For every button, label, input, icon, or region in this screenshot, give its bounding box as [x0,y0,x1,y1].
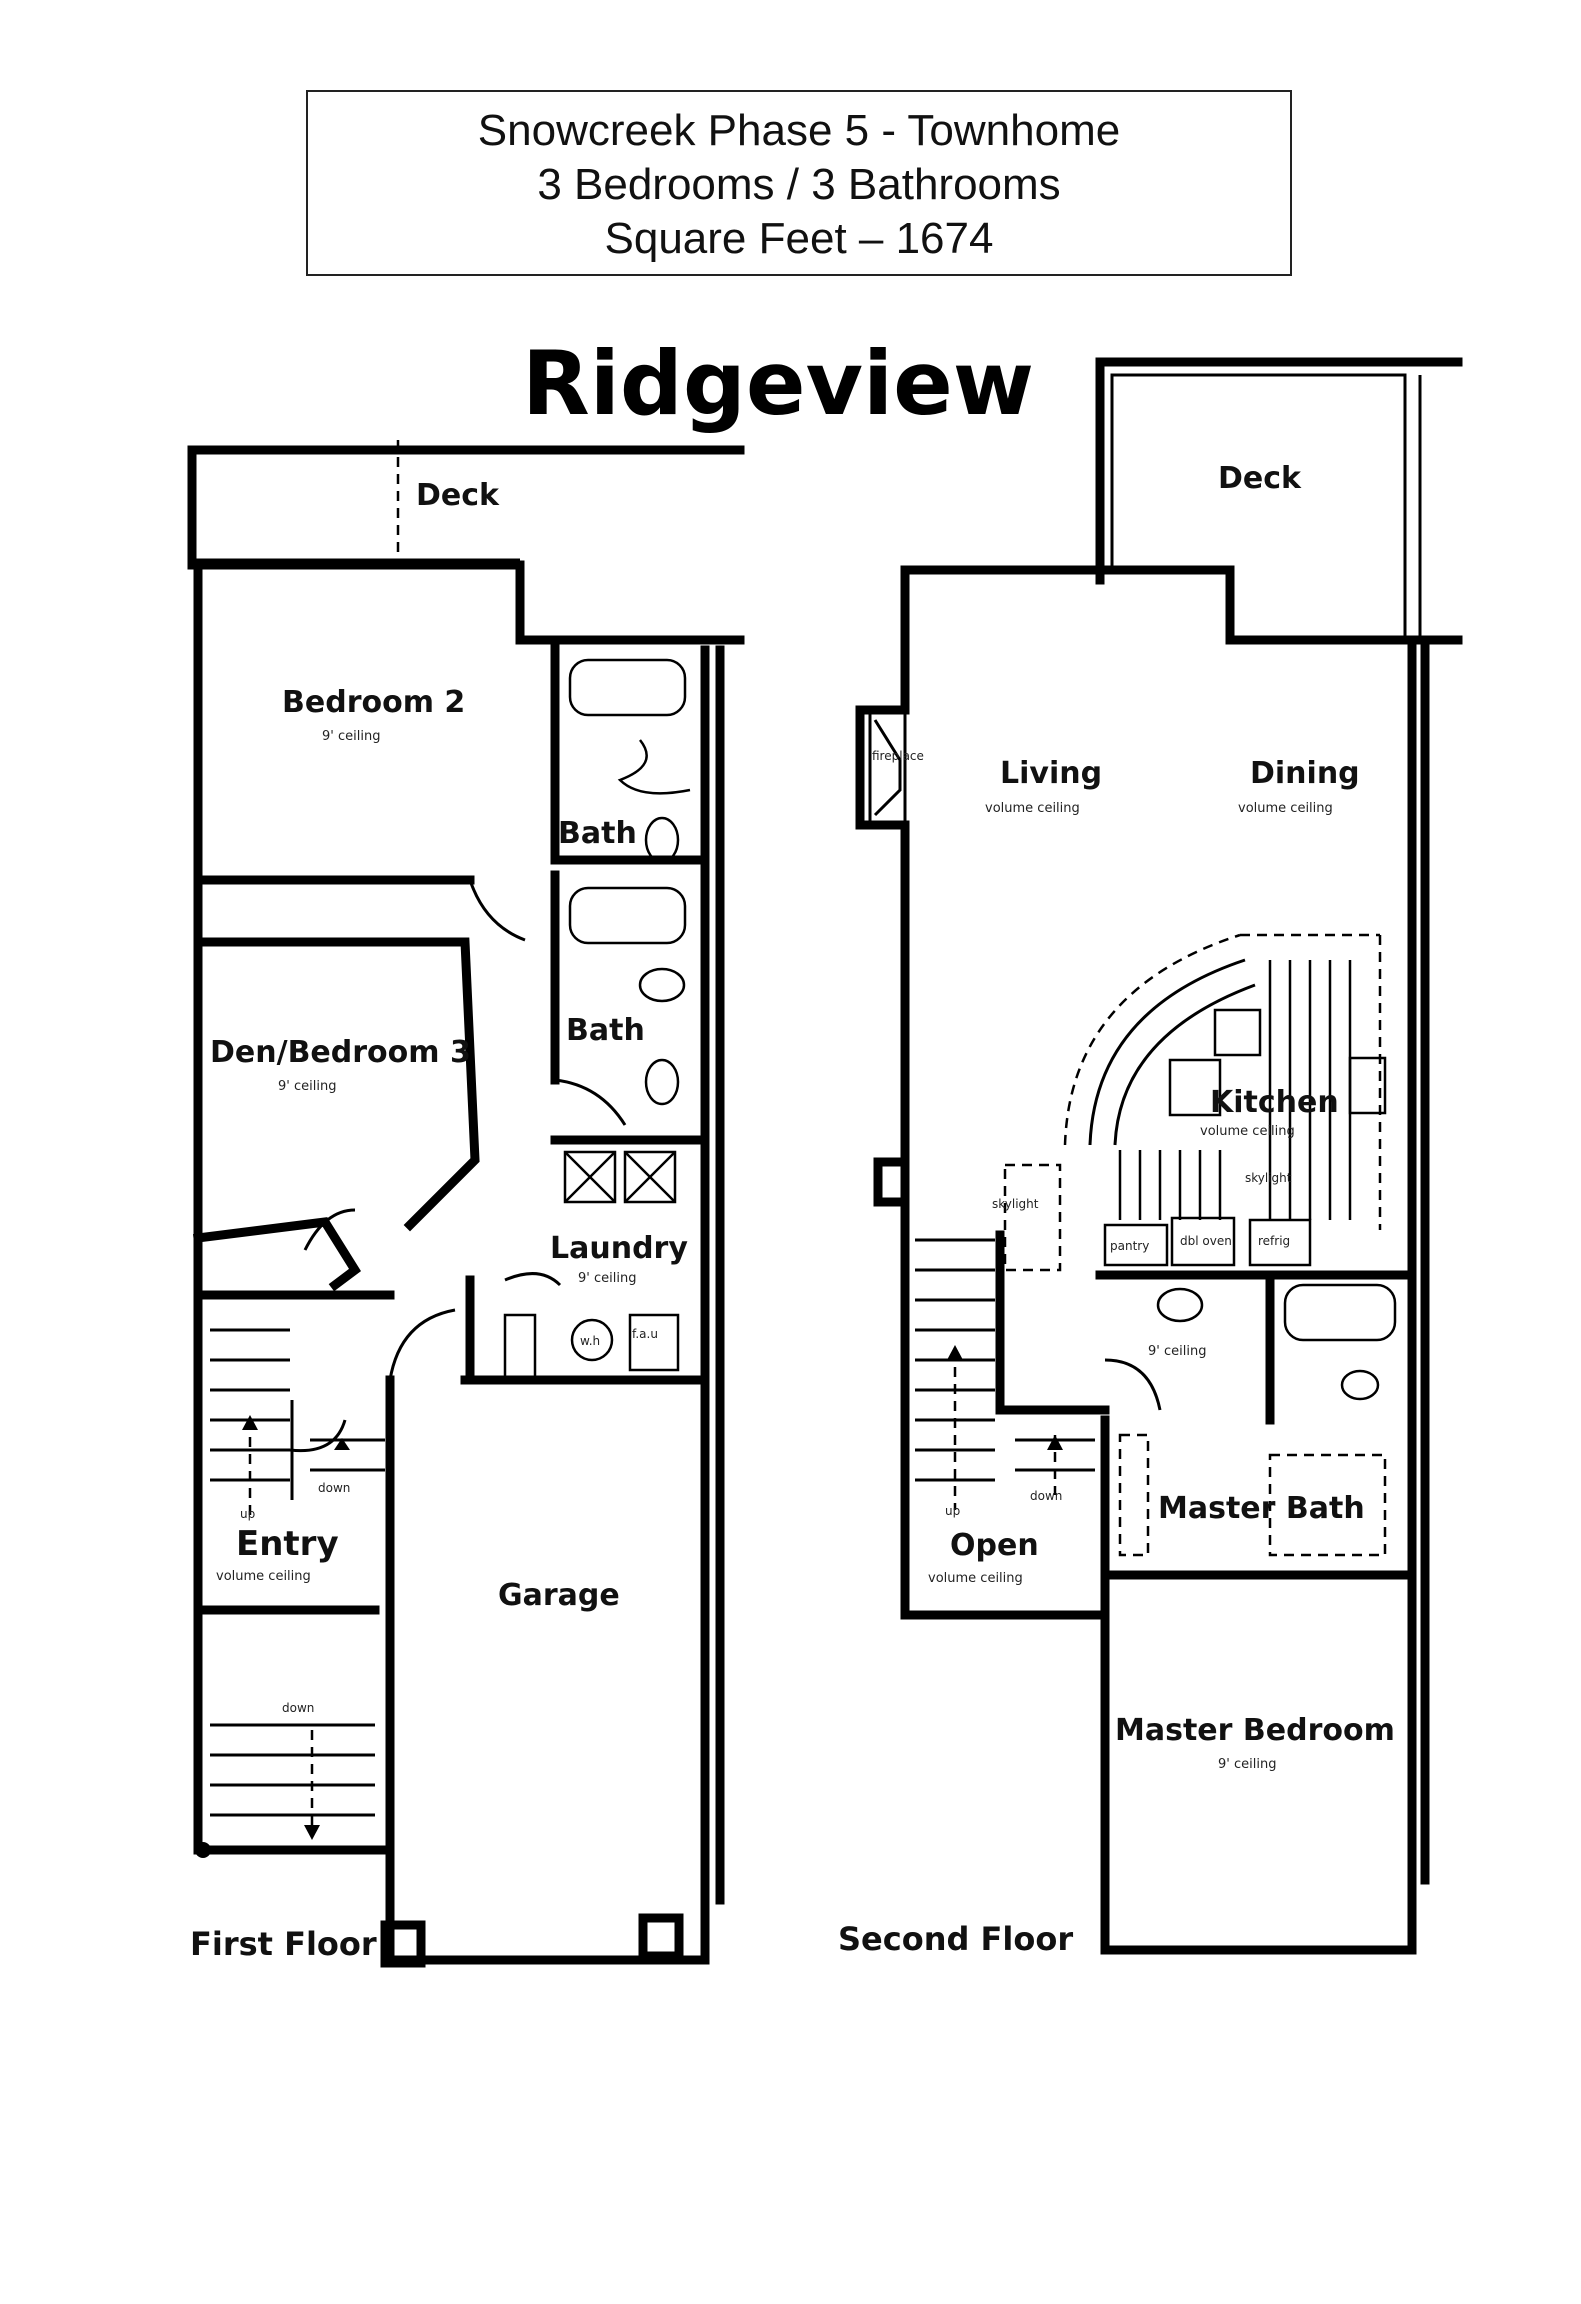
ff-label-laundry: Laundry [550,1231,688,1266]
ff-note-entry: volume ceiling [216,1569,311,1584]
ff-door-bath2 [554,1078,627,1126]
sf-master-shower [1268,1453,1387,1557]
ff-bath1-tub [568,658,687,717]
sf-label-skylight-k: skylight [1245,1171,1292,1185]
ff-label-garage: Garage [498,1578,620,1613]
ff-label-lower-down: down [282,1701,314,1715]
ff-column-left [380,1920,426,1968]
ff-deck-wall [187,445,745,570]
sf-label-stair-down: down [1030,1489,1062,1503]
sf-note-kitchen: volume ceiling [1200,1124,1295,1139]
sf-kitchen-cooktop [1213,1008,1262,1057]
first-floor-label: First Floor [190,1925,377,1963]
sf-refrig [1248,1218,1312,1267]
sf-top-step-wall [1225,565,1463,645]
sf-skylight [1003,1163,1062,1272]
sf-label-refrig: refrig [1258,1234,1290,1248]
sf-label-stair-up: up [945,1504,960,1518]
ff-note-bedroom2: 9' ceiling [322,729,380,744]
header-line-2: 3 Bedrooms / 3 Bathrooms [537,160,1061,209]
ff-label-bedroom2: Bedroom 2 [282,685,465,720]
ff-note-den: 9' ceiling [278,1079,336,1094]
sf-label-open: Open [950,1528,1039,1563]
ff-note-laundry: 9' ceiling [578,1271,636,1286]
sf-fireplace-hearth [873,719,902,817]
sf-bath-sink [1156,1287,1204,1323]
ff-door-laundry [504,1272,562,1287]
ff-top-wall [187,560,745,645]
ff-label-stair-down: down [318,1481,350,1495]
second-floor-plan: Deck fireplace Living volume ceiling Din… [838,357,1463,1958]
plan-title: Ridgeview [522,332,1034,435]
second-floor-label: Second Floor [838,1920,1073,1958]
ff-label-bath1: Bath [558,816,637,851]
sf-note-open: volume ceiling [928,1571,1023,1586]
sf-label-skylight: skylight [992,1197,1039,1211]
sf-label-fireplace: fireplace [872,749,924,763]
sf-left-bump [873,1157,910,1207]
ff-door-entry [289,1419,347,1453]
ff-water-heater [570,1318,614,1362]
sf-deck-rail [1110,373,1407,640]
sf-label-master-bedroom: Master Bedroom [1115,1713,1395,1748]
ff-washer [563,1150,617,1204]
sf-fireplace-box [868,708,907,827]
ff-dryer [623,1150,677,1204]
ff-stairs-lower [195,1723,375,1858]
ff-stairs-upper [210,1328,385,1520]
sf-note-dining: volume ceiling [1238,801,1333,816]
sf-bath-tub [1283,1283,1397,1342]
ff-den-right-wall [193,937,480,1232]
sf-master-closet [1118,1433,1150,1557]
sf-pantry [1103,1223,1169,1267]
ff-laundry-cabinet [503,1313,537,1382]
sf-label-deck: Deck [1218,461,1302,496]
header-line-1: Snowcreek Phase 5 - Townhome [477,106,1121,155]
sf-label-dining: Dining [1250,756,1360,791]
ff-label-deck: Deck [416,478,500,513]
ff-door-bed2 [468,879,526,942]
ff-label-stair-up: up [240,1507,255,1521]
sf-note-master-bedroom: 9' ceiling [1218,1757,1276,1772]
sf-label-dbl-oven: dbl oven [1180,1234,1232,1248]
sf-kitchen-appliance [1348,1056,1387,1115]
sf-stairs [915,1238,1095,1510]
ff-door-garage [388,1308,456,1381]
sf-door-bath [1104,1358,1162,1411]
sf-deck-wall [1095,357,1463,585]
ff-bath1-toilet [617,739,691,795]
ff-label-wh: w.h [580,1334,600,1348]
ff-bath2-tub [568,886,687,945]
sf-kitchen-curve-dash [1063,933,1241,1146]
ff-door-den [303,1208,356,1251]
sf-kitchen-curve-outer [1088,958,1246,1146]
header-box: Snowcreek Phase 5 - Townhome 3 Bedrooms … [306,90,1292,276]
ff-bath1-sink [644,816,680,864]
ff-label-fau: f.a.u [632,1327,658,1341]
sf-label-master-bath: Master Bath [1158,1491,1365,1526]
sf-dbl-oven [1170,1216,1236,1267]
sf-bath-toilet [1340,1369,1380,1401]
ff-label-den: Den/Bedroom 3 [210,1035,471,1070]
sf-kitchen-curve-inner [1113,983,1256,1146]
ff-bath2-sink [644,1058,680,1106]
ff-label-entry: Entry [236,1524,339,1564]
sf-label-pantry: pantry [1110,1239,1149,1253]
sf-label-kitchen: Kitchen [1210,1085,1339,1120]
first-floor-plan: Deck Bedroom 2 9' ceiling Bath Bath Den/… [187,440,745,1968]
sf-label-living: Living [1000,756,1102,791]
header-line-3: Square Feet – 1674 [604,214,994,263]
sf-note-hall: 9' ceiling [1148,1344,1206,1359]
ff-label-bath2: Bath [566,1013,645,1048]
ff-den-bottom-wall [192,1217,362,1292]
sf-note-living: volume ceiling [985,801,1080,816]
ff-fau [628,1313,680,1372]
ff-column-right [638,1913,684,1961]
ff-bath2-toilet [638,967,686,1003]
sf-kitchen-sink [1168,1058,1222,1117]
